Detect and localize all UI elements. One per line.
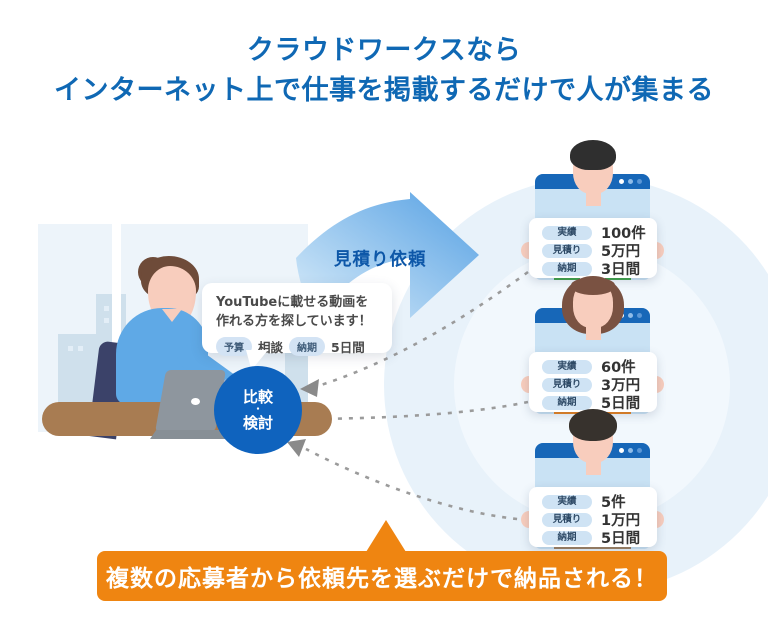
compare-text: 比較: [242, 387, 273, 406]
window-mullion: [112, 224, 121, 432]
candidate-stats-card: 実績 5件 見積り 1万円 納期 5日間: [529, 487, 657, 547]
candidate-card-2: 実績 60件 見積り 3万円 納期 5日間: [520, 274, 670, 424]
building-window-dot: [68, 346, 73, 351]
job-post-line-1: YouTubeに載せる動画を: [216, 295, 369, 310]
stat-label-pill: 納期: [542, 395, 592, 410]
stat-row: 納期 5日間: [542, 530, 657, 547]
building-window-dot: [78, 346, 83, 351]
stat-row: 見積り 5万円: [542, 243, 657, 260]
stat-row: 見積り 3万円: [542, 377, 657, 394]
stat-value: 1万円: [601, 513, 641, 529]
browser-dots-icon: [619, 179, 642, 184]
candidate-neck: [586, 459, 601, 475]
candidate-stats-card: 実績 100件 見積り 5万円 納期 3日間: [529, 218, 657, 278]
stat-row: 見積り 1万円: [542, 512, 657, 529]
stat-label-pill: 納期: [542, 530, 592, 545]
candidate-neck: [586, 324, 601, 340]
candidate-neck: [586, 190, 601, 206]
stat-row: 実績 100件: [542, 225, 657, 242]
stat-row: 実績 60件: [542, 359, 657, 376]
stat-row: 納期 3日間: [542, 261, 657, 278]
candidate-stats-card: 実績 60件 見積り 3万円 納期 5日間: [529, 352, 657, 412]
stat-label-pill: 見積り: [542, 243, 592, 258]
job-post-bubble: YouTubeに載せる動画を 作れる方を探しています！ 予算 相談 納期 5日間: [202, 283, 392, 356]
candidate-card-3: 実績 5件 見積り 1万円 納期 5日間: [520, 409, 670, 559]
title-line-1: クラウドワークスなら: [246, 35, 522, 66]
building-window-dot: [104, 318, 109, 323]
stat-value: 3万円: [601, 378, 641, 394]
stat-value: 100件: [601, 226, 646, 242]
compare-dot: ・: [253, 404, 263, 415]
stat-value: 5日間: [601, 531, 641, 547]
stat-label-pill: 見積り: [542, 512, 592, 527]
quote-request-arrow: [296, 192, 479, 322]
deadline-tag-value: 5日間: [331, 340, 365, 355]
candidate-hair: [570, 140, 616, 170]
consider-text: 検討: [242, 413, 273, 432]
page-title: クラウドワークスなら インターネット上で仕事を掲載するだけで人が集まる: [0, 31, 768, 111]
stat-row: 納期 5日間: [542, 395, 657, 412]
stat-label-pill: 納期: [542, 261, 592, 276]
stat-row: 実績 5件: [542, 494, 657, 511]
candidate-bangs: [571, 278, 615, 295]
job-post-tags: 予算 相談 納期 5日間: [216, 337, 392, 356]
stat-value: 5件: [601, 495, 626, 511]
compare-consider-badge: 比較 ・ 検討: [214, 366, 302, 454]
stat-label-pill: 実績: [542, 494, 592, 509]
candidate-card-1: 実績 100件 見積り 5万円 納期 3日間: [520, 140, 670, 290]
deadline-tag-pill: 納期: [289, 337, 326, 356]
stat-label-pill: 実績: [542, 359, 592, 374]
browser-dots-icon: [619, 448, 642, 453]
title-line-2: インターネット上で仕事を掲載するだけで人が集まる: [54, 75, 714, 106]
laptop-base: [150, 430, 254, 439]
stat-label-pill: 実績: [542, 225, 592, 240]
candidate-hair: [569, 409, 617, 441]
stat-value: 5万円: [601, 244, 641, 260]
building-window-dot: [104, 306, 109, 311]
quote-request-label: 見積り依頼: [334, 250, 427, 270]
stat-value: 3日間: [601, 262, 641, 278]
delivery-banner: 複数の応募者から依頼先を選ぶだけで納品される！: [97, 551, 667, 601]
stat-value: 5日間: [601, 396, 641, 412]
job-post-line-2: 作れる方を探しています！: [216, 314, 372, 329]
stat-label-pill: 見積り: [542, 377, 592, 392]
stat-value: 60件: [601, 360, 636, 376]
budget-tag-pill: 予算: [216, 337, 252, 356]
laptop-logo-icon: [191, 398, 200, 405]
reply-dashed-links: [305, 270, 529, 522]
